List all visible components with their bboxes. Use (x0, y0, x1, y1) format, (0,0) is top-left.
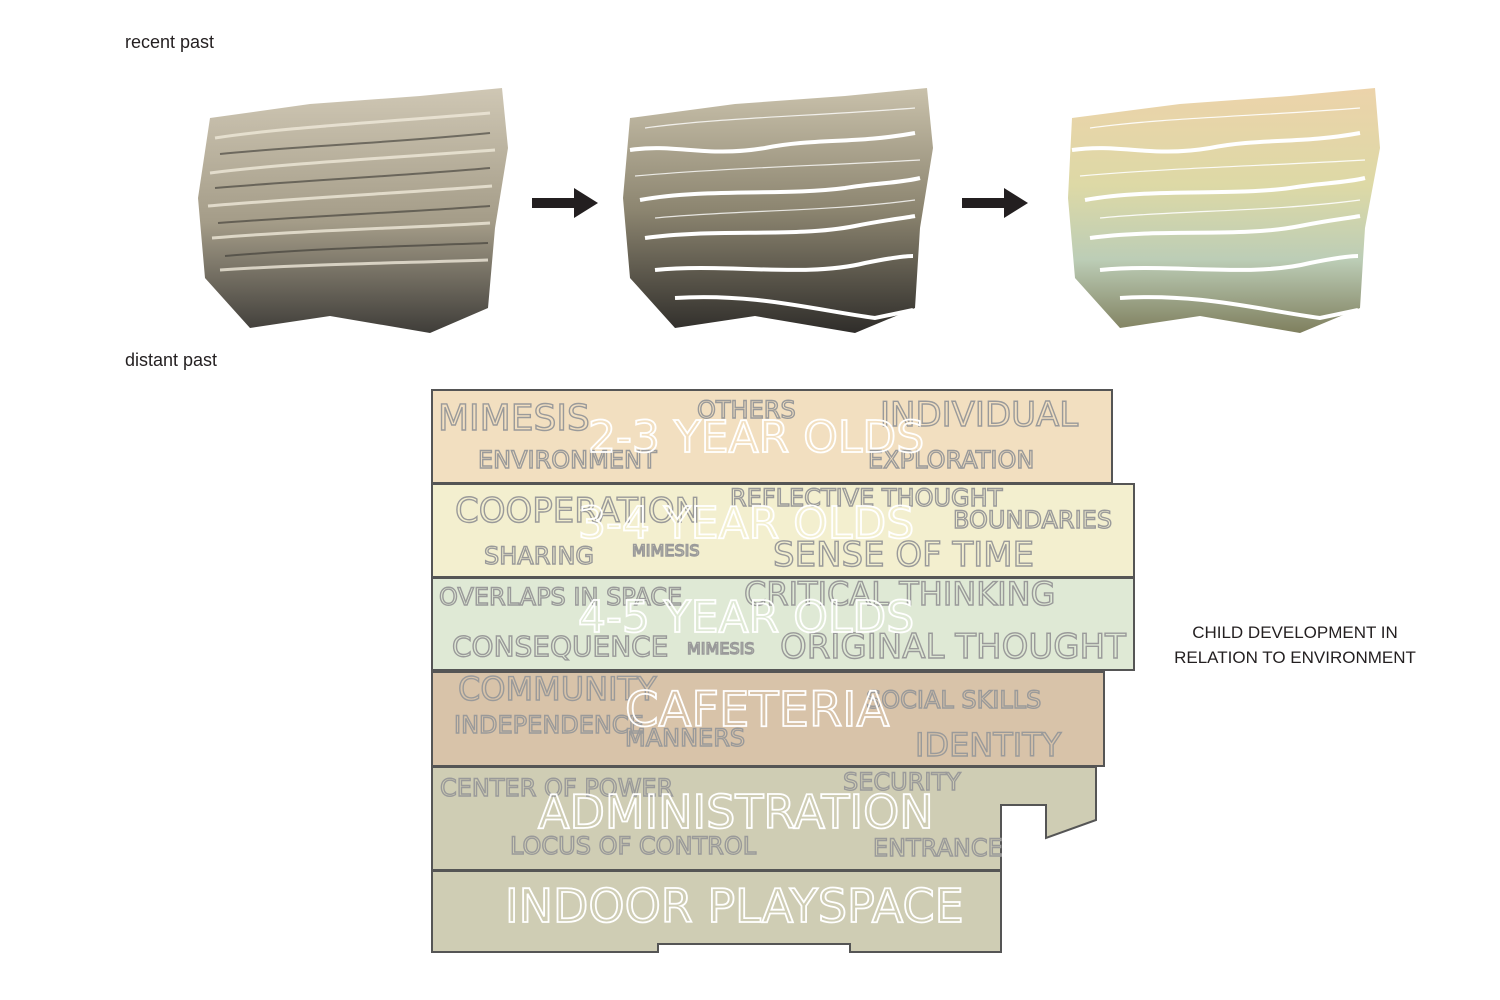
band-4-5-year-olds (431, 577, 1135, 671)
word-others: OTHERS (697, 396, 796, 424)
band-title-2-3-year-olds: 2-3 YEAR OLDS (588, 412, 924, 463)
word-mimesis: MIMESIS (632, 541, 699, 560)
word-independence: INDEPENDENCE (454, 711, 644, 739)
word-critical-thinking: CRITICAL THINKING (744, 575, 1055, 613)
word-reflective-thought: REFLECTIVE THOUGHT (730, 484, 1003, 512)
word-boundaries: BOUNDARIES (953, 506, 1112, 534)
word-original-thought: ORIGINAL THOUGHT (780, 627, 1126, 667)
caption-recent-past: recent past (125, 32, 215, 52)
word-social-skills: SOCIAL SKILLS (866, 686, 1041, 714)
word-locus-of-control: LOCUS OF CONTROL (510, 832, 757, 860)
word-mimesis: MIMESIS (687, 639, 754, 658)
word-sense-of-time: SENSE OF TIME (773, 535, 1034, 575)
arrow-right-icon-2 (962, 188, 1028, 218)
band-title-4-5-year-olds: 4-5 YEAR OLDS (578, 592, 914, 643)
word-exploration: EXPLORATION (868, 446, 1034, 474)
rock-strata-illustration-2 (623, 88, 933, 333)
band-title-indoor-playspace: INDOOR PLAYSPACE (505, 879, 964, 933)
side-note: CHILD DEVELOPMENT IN RELATION TO ENVIRON… (1160, 620, 1430, 670)
word-mimesis: MIMESIS (438, 398, 590, 439)
side-note-line-2: RELATION TO ENVIRONMENT (1174, 648, 1416, 667)
arrow-right-icon-1 (532, 188, 598, 218)
rock-strata-illustration-1 (198, 88, 508, 333)
band-title-administration: ADMINISTRATION (538, 785, 934, 839)
word-security: SECURITY (843, 768, 961, 796)
rock-strata-illustration-3 (1068, 88, 1380, 333)
word-entrance: ENTRANCE (873, 834, 1003, 862)
word-overlaps-in-space: OVERLAPS IN SPACE (439, 583, 682, 611)
band-title-3-4-year-olds: 3-4 YEAR OLDS (578, 498, 914, 549)
caption-distant-past: distant past (125, 350, 218, 370)
word-environment: ENVIRONMENT (478, 446, 657, 474)
word-community: COMMUNITY (458, 670, 657, 708)
band-3-4-year-olds (431, 483, 1135, 578)
band-cafeteria (431, 671, 1105, 767)
word-sharing: SHARING (484, 542, 594, 570)
word-individual: INDIVIDUAL (880, 395, 1078, 435)
word-manners: MANNERS (625, 724, 745, 752)
band-title-cafeteria: CAFETERIA (625, 682, 889, 738)
band-indoor-playspace (431, 870, 1002, 953)
band-2-3-year-olds (431, 389, 1113, 484)
word-cooperation: COOPERATION (455, 491, 700, 531)
side-note-line-1: CHILD DEVELOPMENT IN (1192, 623, 1398, 642)
word-consequence: CONSEQUENCE (452, 630, 668, 663)
word-identity: IDENTITY (915, 726, 1062, 764)
word-center-of-power: CENTER OF POWER (440, 774, 673, 802)
